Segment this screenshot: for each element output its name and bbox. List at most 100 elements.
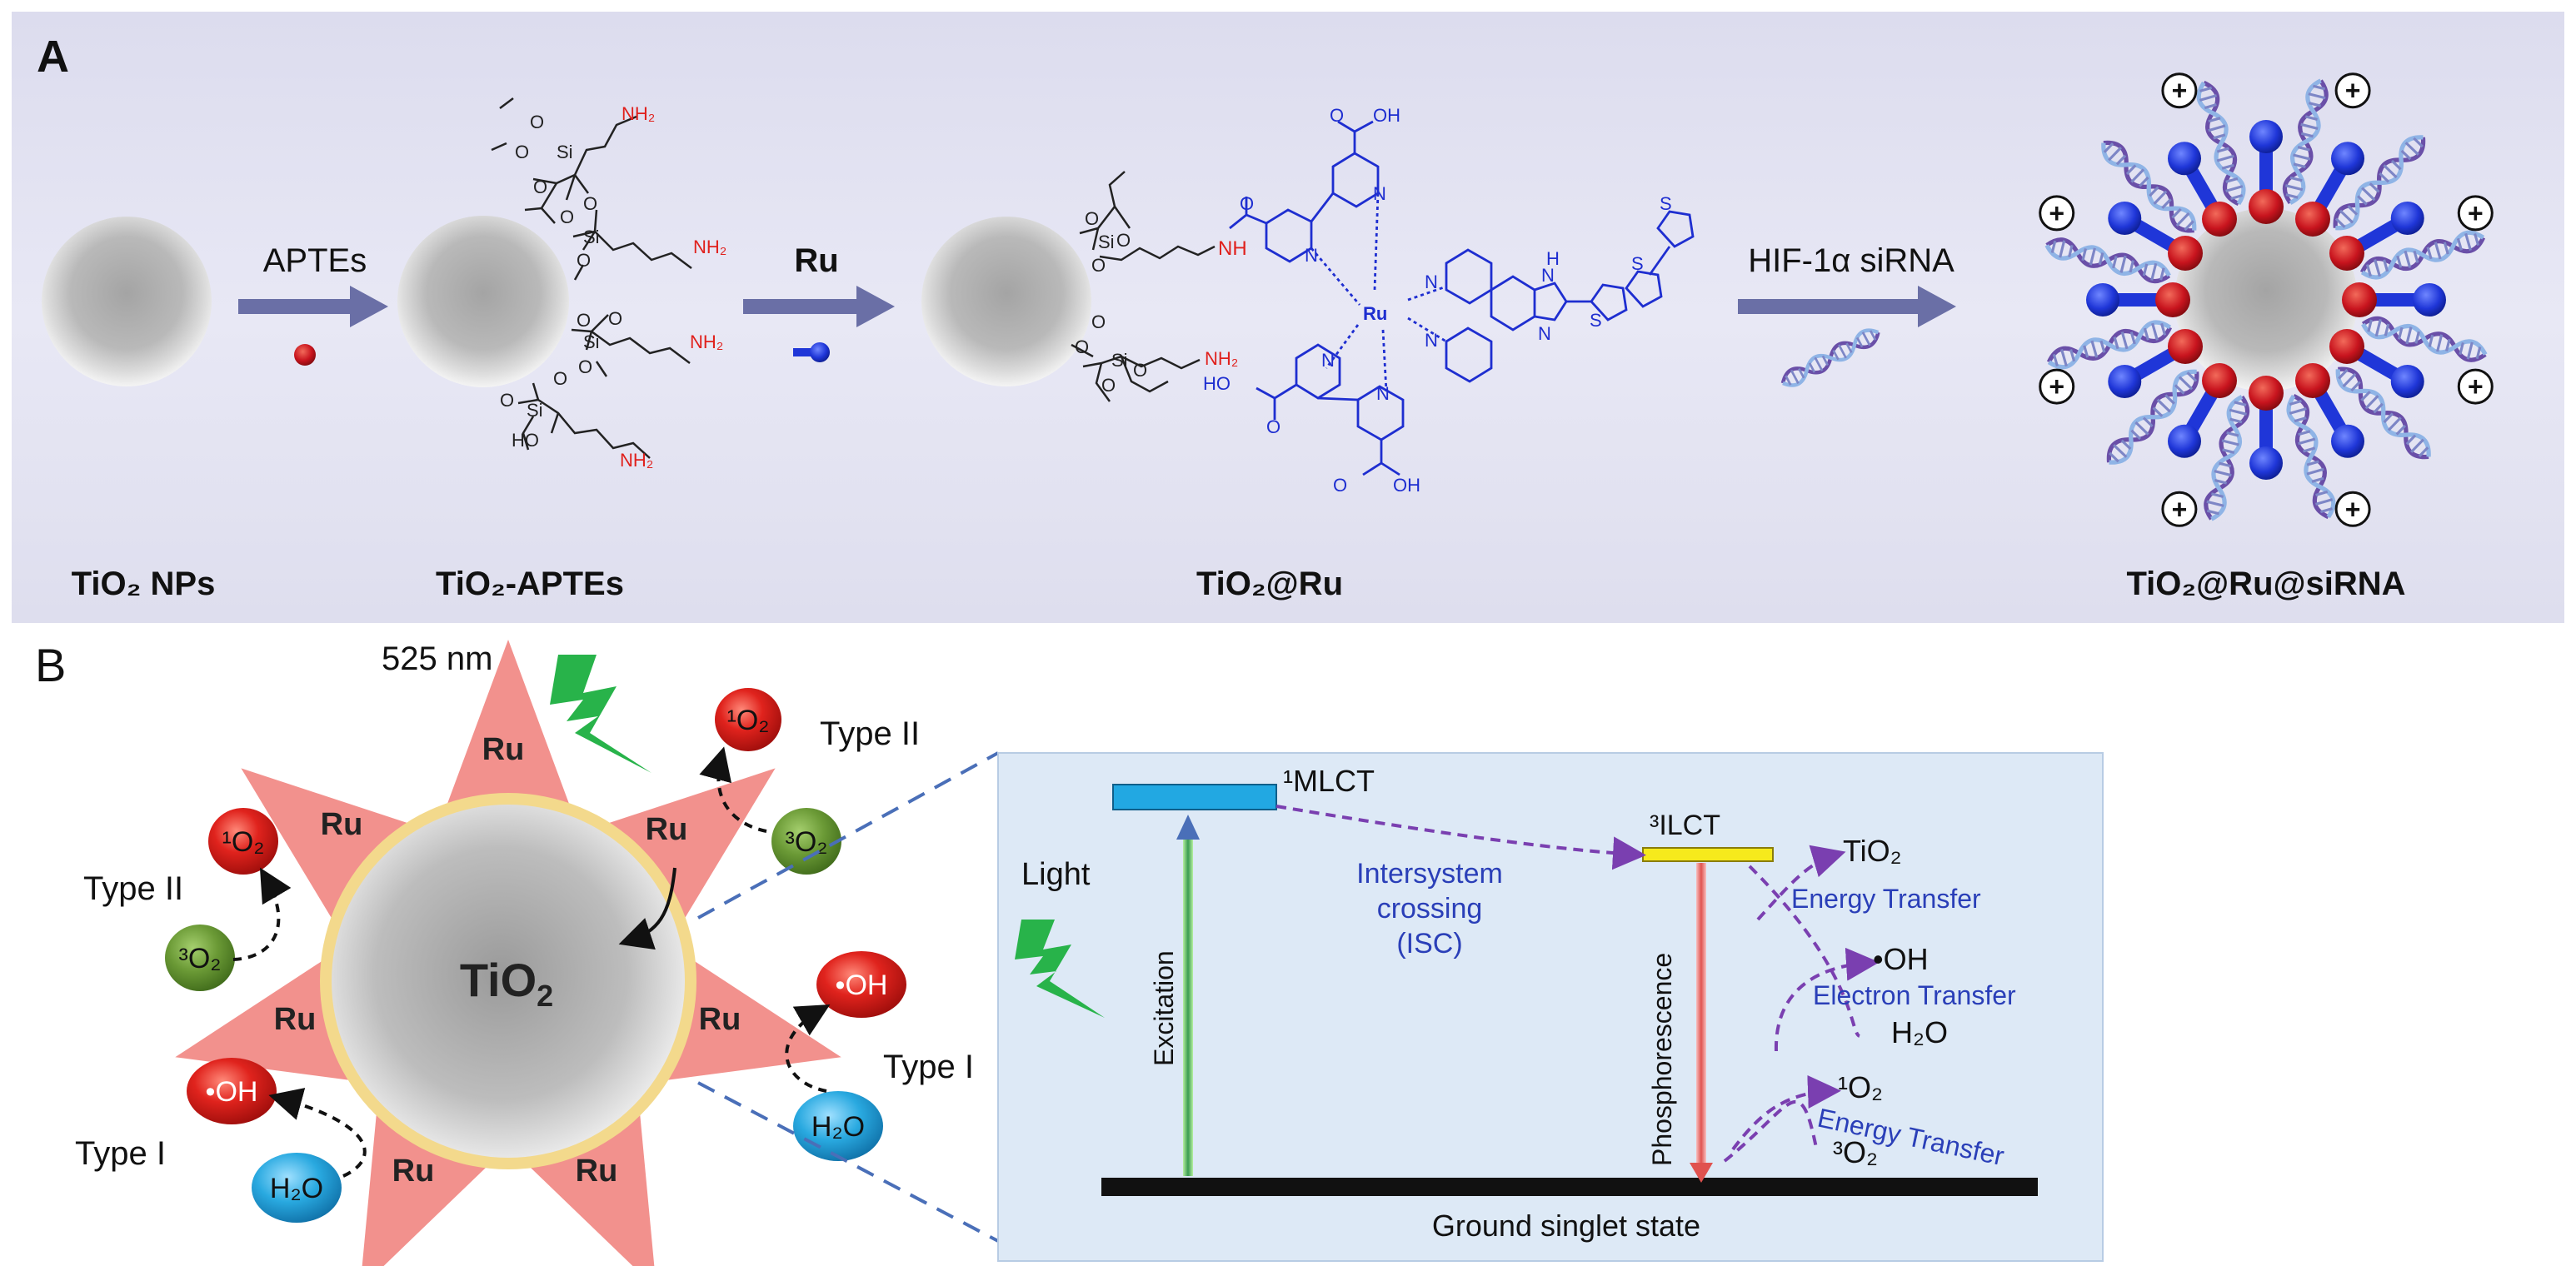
ru-complex-ball bbox=[2108, 365, 2142, 398]
ru-arrow-label: Ru bbox=[794, 242, 838, 279]
ru-label: Ru bbox=[482, 732, 525, 767]
linker-o: O bbox=[1075, 336, 1089, 357]
aptes-si: Si bbox=[583, 331, 600, 352]
aptes-o: O bbox=[583, 193, 597, 214]
complex-n: N bbox=[1305, 245, 1318, 266]
amine-cap bbox=[2202, 362, 2237, 398]
tio2-acceptor: TiO₂ bbox=[1843, 834, 1902, 868]
amine-cap bbox=[2329, 236, 2364, 271]
lightning-icon bbox=[550, 655, 651, 773]
complex-n: N bbox=[1425, 330, 1438, 351]
complex-o: O bbox=[1266, 416, 1281, 437]
stage-label-np: TiO₂ NPs bbox=[72, 566, 216, 602]
energy-transfer-label: Energy Transfer bbox=[1791, 884, 1981, 914]
amine-cap bbox=[2295, 362, 2330, 398]
plus-sign: + bbox=[2345, 494, 2361, 524]
type-labels: Type II Type II Type I Type I bbox=[75, 715, 974, 1172]
tio2-ru-particle bbox=[921, 217, 1091, 386]
aptes-si: Si bbox=[557, 142, 573, 162]
plus-sign: + bbox=[2468, 198, 2484, 228]
amine-label: NH₂ bbox=[620, 450, 653, 471]
amine-cap bbox=[2342, 282, 2377, 317]
aptes-o: O bbox=[500, 390, 514, 411]
water-ball bbox=[252, 1153, 342, 1223]
ru-complex-ball bbox=[2331, 424, 2364, 458]
positive-charge-icon: + bbox=[2161, 72, 2198, 109]
linker-o: O bbox=[1085, 208, 1099, 229]
ru-label: Ru bbox=[321, 807, 363, 842]
aptes-ho: HO bbox=[512, 430, 539, 451]
complex-o: O bbox=[1333, 475, 1347, 496]
arrow-sirna bbox=[1738, 286, 1956, 327]
imidazole-n: N bbox=[1538, 323, 1551, 344]
aptes-o: O bbox=[515, 142, 529, 162]
isc-label: (ISC) bbox=[1396, 928, 1462, 959]
tio2-core bbox=[332, 805, 685, 1158]
amine-label: NH₂ bbox=[690, 331, 723, 352]
imidazole-h: H bbox=[1546, 248, 1560, 269]
triplet-oxygen-ball bbox=[165, 925, 235, 991]
complex-n: N bbox=[1425, 272, 1438, 292]
aptes-o: O bbox=[577, 310, 591, 331]
triplet-oxygen-ball bbox=[771, 808, 841, 875]
aptes-o: O bbox=[608, 308, 622, 329]
thiophene-s: S bbox=[1631, 253, 1644, 274]
ru-complex-atoms: O N N O OH Ru N N N N HO O O OH N H N S … bbox=[1203, 105, 1672, 496]
complex-oh: OH bbox=[1393, 475, 1420, 496]
linker-o: O bbox=[1091, 312, 1106, 332]
red-dot-icon bbox=[294, 344, 316, 366]
singlet-oxygen-product: ¹O₂ bbox=[1838, 1070, 1883, 1104]
type-label: Type II bbox=[83, 870, 183, 907]
amine-cap bbox=[2168, 329, 2204, 364]
species-labels: ¹O₂ ³O₂ ¹O₂ ³O₂ •OH H₂O •OH H₂O bbox=[179, 705, 888, 1204]
plus-sign: + bbox=[2345, 76, 2361, 106]
species-label: ¹O₂ bbox=[222, 826, 265, 858]
ru-center: Ru bbox=[1363, 303, 1387, 324]
linker-o: O bbox=[1091, 255, 1106, 276]
type-label: Type I bbox=[75, 1135, 166, 1172]
amine-cap bbox=[2295, 202, 2330, 237]
complex-n: N bbox=[1373, 183, 1386, 204]
tio2-nanoparticle bbox=[42, 217, 212, 386]
species-arrows bbox=[232, 746, 831, 1178]
species-label: ³O₂ bbox=[179, 943, 222, 974]
aptes-si: Si bbox=[527, 400, 543, 421]
phosphorescence-label: Phosphorescence bbox=[1647, 953, 1677, 1166]
amine-cap bbox=[2168, 236, 2204, 271]
stage-label-aptes: TiO₂-APTEs bbox=[436, 566, 624, 602]
aptes-atoms: O O Si O O O Si O O Si O O O O Si HO bbox=[500, 112, 622, 451]
phosphorescence-arrow bbox=[1696, 863, 1706, 1166]
species-label: •OH bbox=[836, 969, 888, 1001]
sirna-arrow-label: HIF-1α siRNA bbox=[1748, 242, 1954, 279]
amine-cap bbox=[2249, 376, 2284, 411]
ru-label: Ru bbox=[576, 1154, 618, 1189]
ru-linker-chains bbox=[1071, 171, 1216, 402]
ru-red-caps bbox=[2086, 120, 2446, 480]
hydroxyl-radical-ball bbox=[187, 1058, 277, 1124]
plus-sign: + bbox=[2172, 76, 2188, 106]
ru-complex bbox=[1229, 120, 1695, 476]
ru-complex-ball bbox=[2086, 283, 2119, 316]
complex-ho: HO bbox=[1203, 373, 1231, 394]
aptes-label: APTEs bbox=[263, 242, 367, 279]
triplet-oxygen-source: ³O₂ bbox=[1833, 1135, 1878, 1169]
complex-o: O bbox=[1240, 193, 1254, 214]
isc-label: crossing bbox=[1377, 893, 1483, 925]
ru-complex-ball bbox=[2168, 142, 2201, 176]
plus-sign: + bbox=[2049, 198, 2064, 228]
ru-complex-ball bbox=[2390, 202, 2424, 235]
aptes-si: Si bbox=[583, 227, 600, 247]
electron-transfer-arrow bbox=[618, 867, 676, 950]
hydroxyl-radical-ball bbox=[816, 951, 906, 1018]
phosphorescence-arrowhead bbox=[1690, 1163, 1713, 1183]
ru-complex-ball bbox=[2331, 142, 2364, 176]
linker-o: O bbox=[1133, 360, 1147, 381]
positive-charge-icon: + bbox=[2457, 368, 2494, 405]
mlct-label: ¹MLCT bbox=[1283, 764, 1375, 798]
h2o-donor: H₂O bbox=[1891, 1015, 1948, 1049]
excitation-arrow bbox=[1183, 836, 1193, 1176]
ru-complex-ball bbox=[2249, 120, 2283, 153]
stage-label-sirna: TiO₂@Ru@siRNA bbox=[2126, 566, 2405, 602]
plus-sign: + bbox=[2468, 371, 2484, 401]
positive-charge-icon: + bbox=[2039, 195, 2075, 232]
